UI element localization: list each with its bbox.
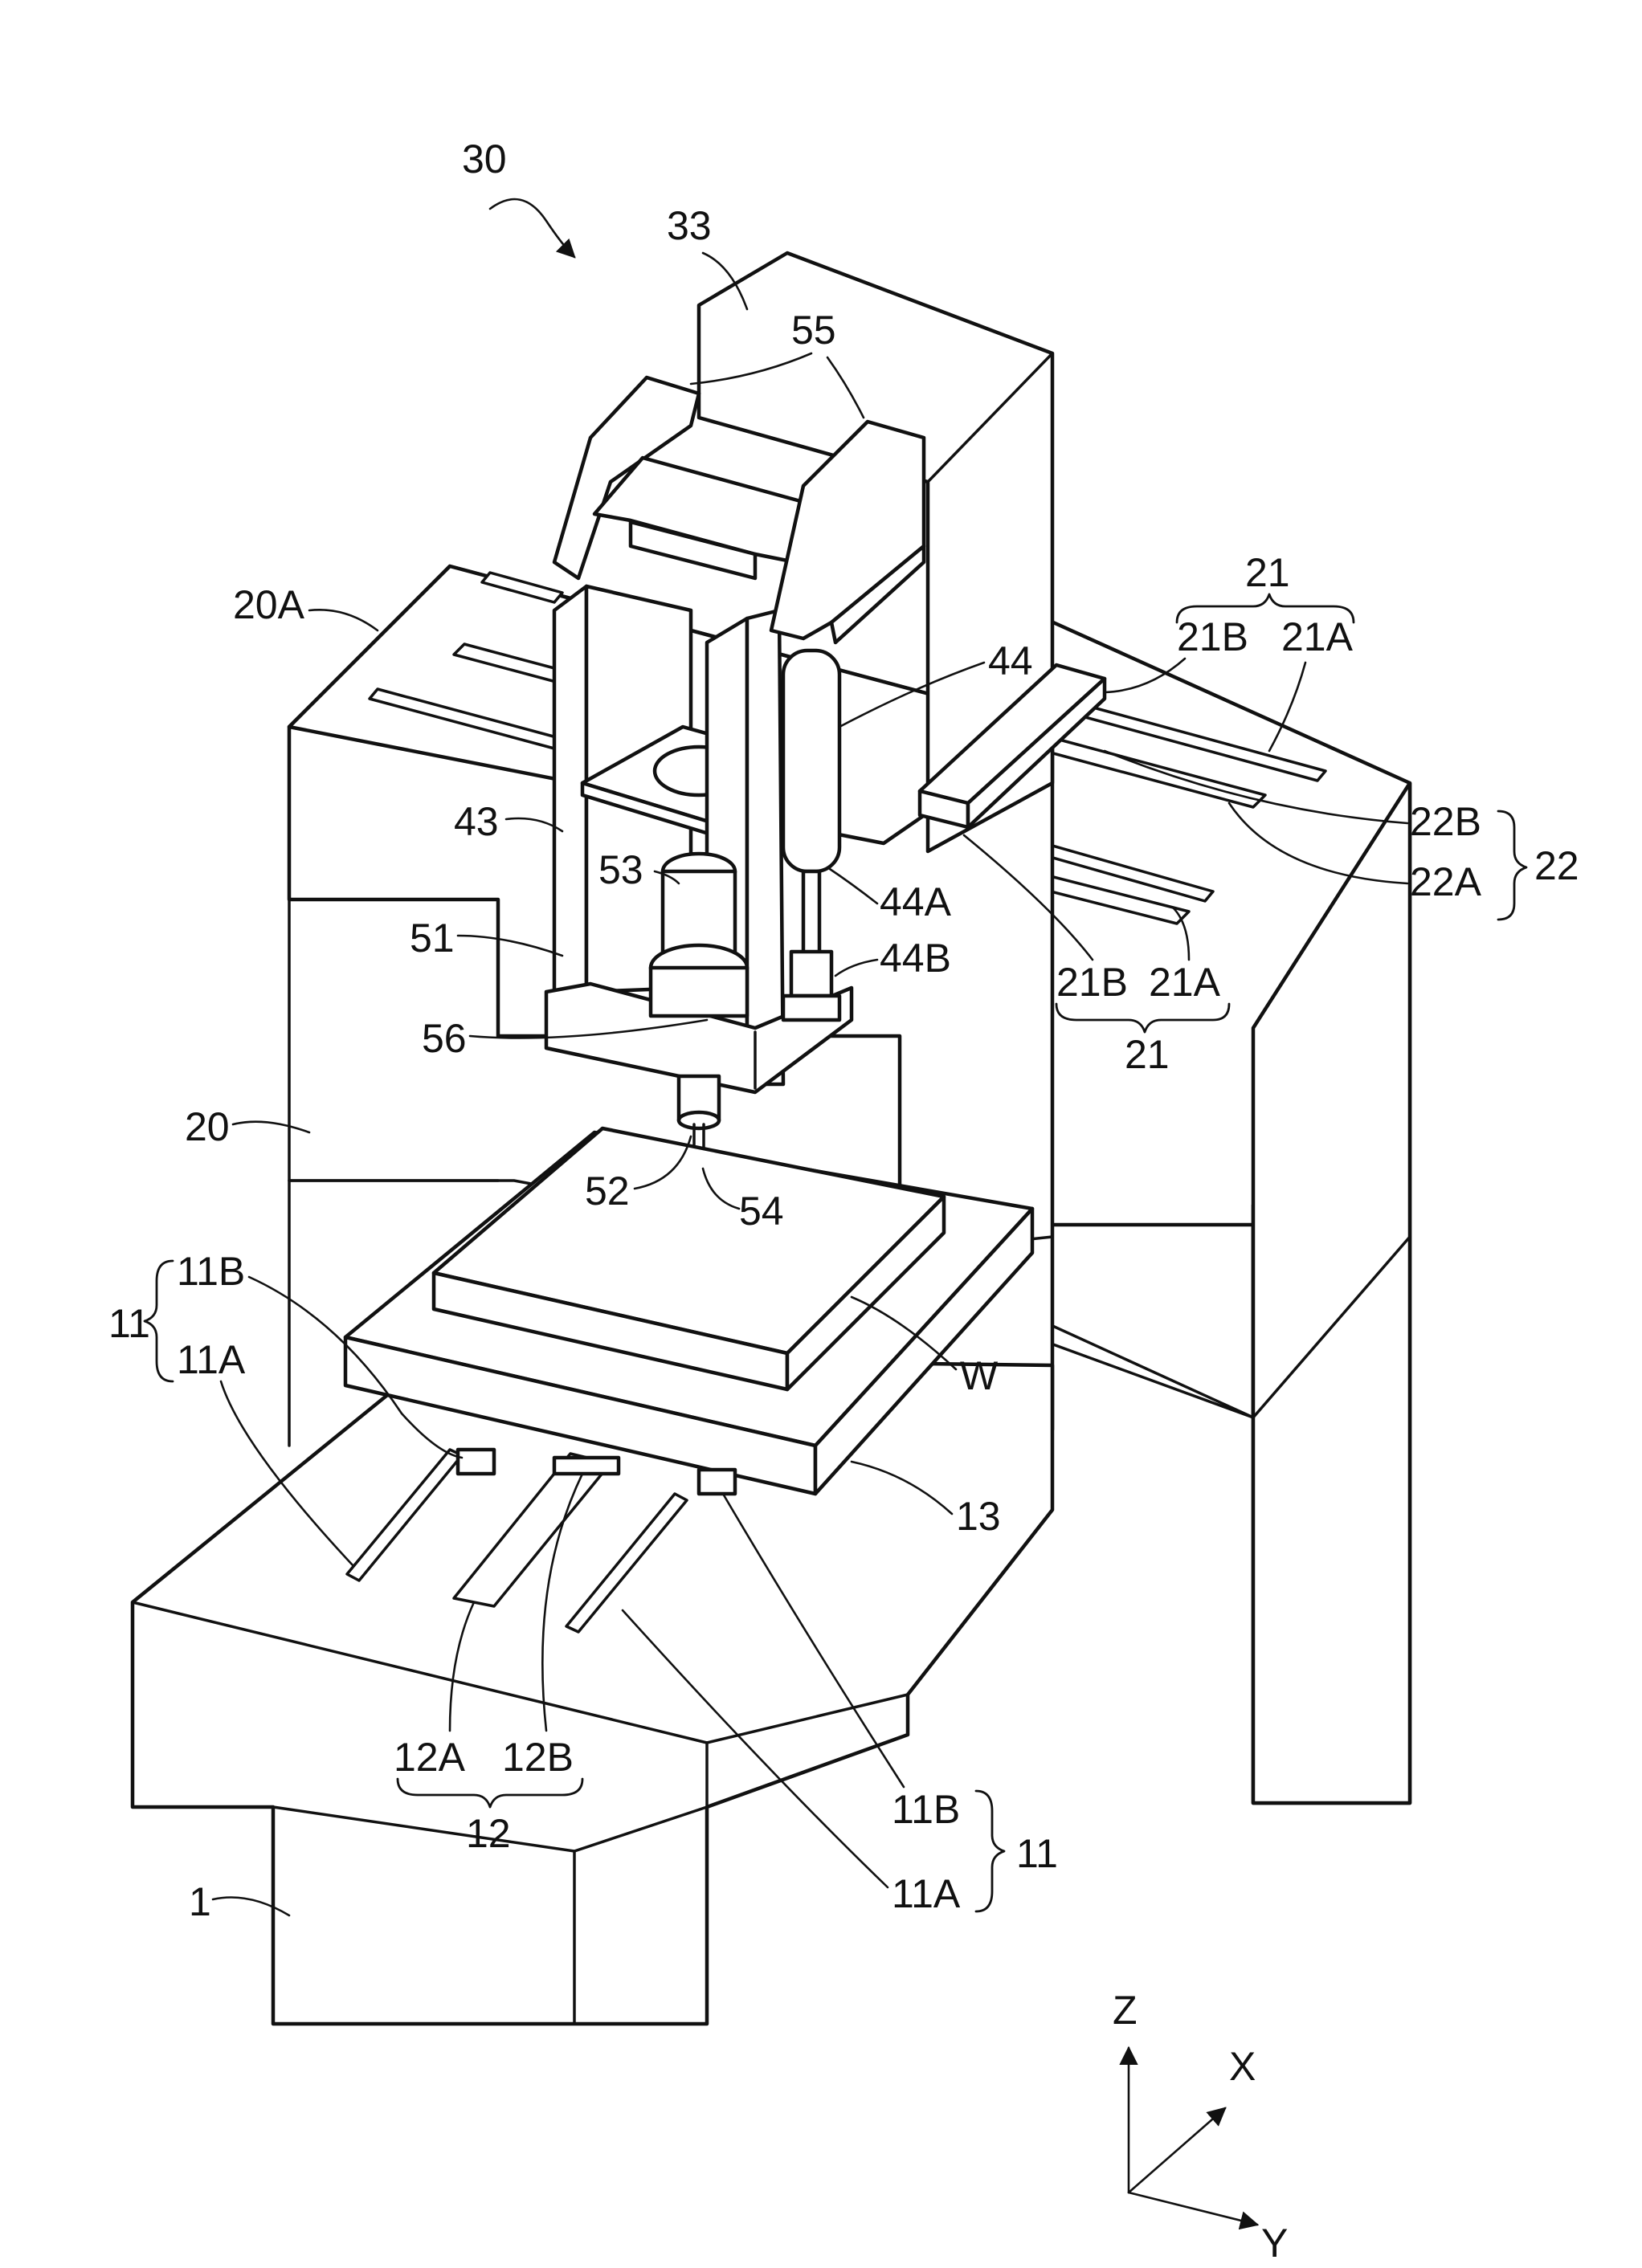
label-21-bot: 21 [1125,1032,1170,1077]
label-W: W [960,1353,999,1398]
label-12B: 12B [502,1735,574,1780]
label-13: 13 [956,1494,1001,1539]
label-1: 1 [189,1879,211,1924]
label-56: 56 [422,1016,467,1061]
label-52: 52 [585,1169,630,1214]
label-21A-top: 21A [1281,614,1354,659]
label-12A: 12A [394,1735,466,1780]
leader-30 [490,199,574,257]
label-51: 51 [410,916,455,961]
label-11-right: 11 [1016,1831,1058,1876]
label-44B: 44B [880,936,951,981]
label-22B: 22B [1410,799,1481,844]
label-12: 12 [466,1811,511,1856]
label-54: 54 [739,1189,784,1234]
label-30: 30 [462,137,507,182]
label-21B-bot: 21B [1056,960,1128,1005]
label-21B-top: 21B [1177,614,1248,659]
label-21-top: 21 [1245,550,1290,595]
label-11A-right: 11A [892,1871,961,1916]
label-22: 22 [1534,843,1579,888]
label-43: 43 [454,799,499,844]
label-11B-left: 11B [177,1249,245,1294]
label-44: 44 [988,638,1033,683]
x-axis-label: X [1229,2044,1256,2089]
y-axis-arrow [1129,2193,1257,2225]
label-20: 20 [185,1104,230,1149]
label-20A: 20A [233,582,305,627]
label-11-left: 11 [108,1301,150,1346]
label-11A-left: 11A [177,1337,246,1382]
label-53: 53 [598,847,643,892]
y-axis-label: Y [1261,2221,1288,2266]
label-44A: 44A [880,879,952,924]
label-33: 33 [667,203,712,248]
axis-triad: Z X Y [1113,1988,1288,2266]
label-22A: 22A [1410,859,1482,904]
x-axis-arrow [1129,2108,1225,2193]
label-21A-bot: 21A [1149,960,1221,1005]
brace-11-right [976,1791,1004,1911]
label-55: 55 [791,308,836,353]
label-11B-right: 11B [892,1787,960,1832]
z-axis-label: Z [1113,1988,1138,2033]
